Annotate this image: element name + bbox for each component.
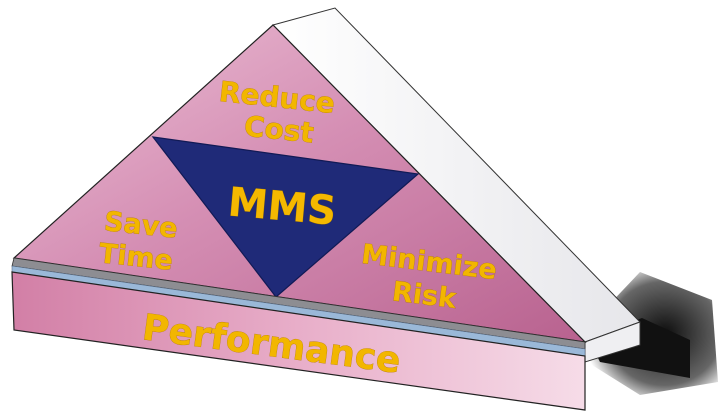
top-label-line2: Cost xyxy=(243,109,316,149)
base-block-front xyxy=(11,271,586,411)
center-triangle xyxy=(151,136,420,298)
center-label: MMS xyxy=(226,179,338,234)
